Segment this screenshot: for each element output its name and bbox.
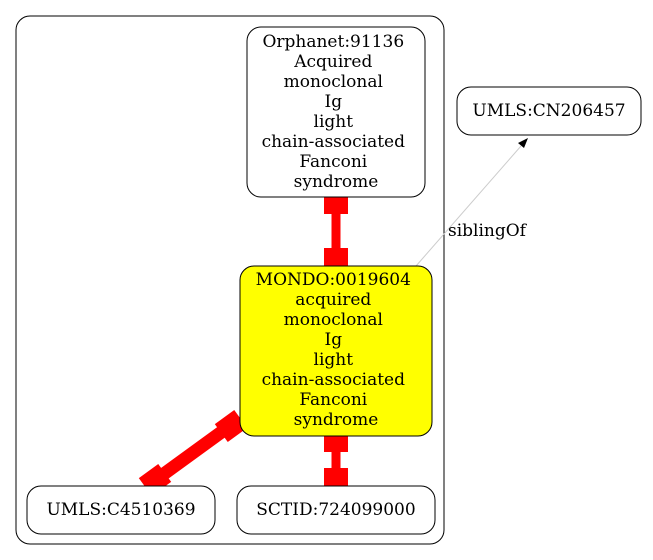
edge-end-marker <box>324 248 348 270</box>
edge-mondo-umls-c4510369 <box>138 410 248 496</box>
node-label-orphanet: Orphanet:91136 Acquired monoclonal Ig li… <box>262 32 411 192</box>
edge-mondo-sctid <box>324 430 348 490</box>
node-umls-c4510369[interactable]: UMLS:C4510369 <box>26 485 216 535</box>
edge-sibling-of: siblingOf <box>415 138 528 267</box>
node-orphanet-91136[interactable]: Orphanet:91136 Acquired monoclonal Ig li… <box>246 26 426 198</box>
node-label-umls-c4510369: UMLS:C4510369 <box>46 500 195 520</box>
node-umls-cn206457[interactable]: UMLS:CN206457 <box>456 86 642 136</box>
node-sctid-724099000[interactable]: SCTID:724099000 <box>236 485 436 535</box>
node-mondo-0019604[interactable]: MONDO:0019604 acquired monoclonal Ig lig… <box>239 265 433 437</box>
edge-orphanet-mondo <box>324 192 348 270</box>
node-label-sctid: SCTID:724099000 <box>256 500 415 520</box>
edge-end-marker <box>214 410 248 442</box>
edge-end-marker <box>324 468 348 490</box>
node-label-umls-cn206457: UMLS:CN206457 <box>472 101 625 121</box>
node-label-mondo: MONDO:0019604 acquired monoclonal Ig lig… <box>256 270 417 430</box>
edge-label-sibling-of: siblingOf <box>448 221 528 241</box>
cluster-box <box>15 15 445 545</box>
arrowhead-icon <box>518 138 528 148</box>
